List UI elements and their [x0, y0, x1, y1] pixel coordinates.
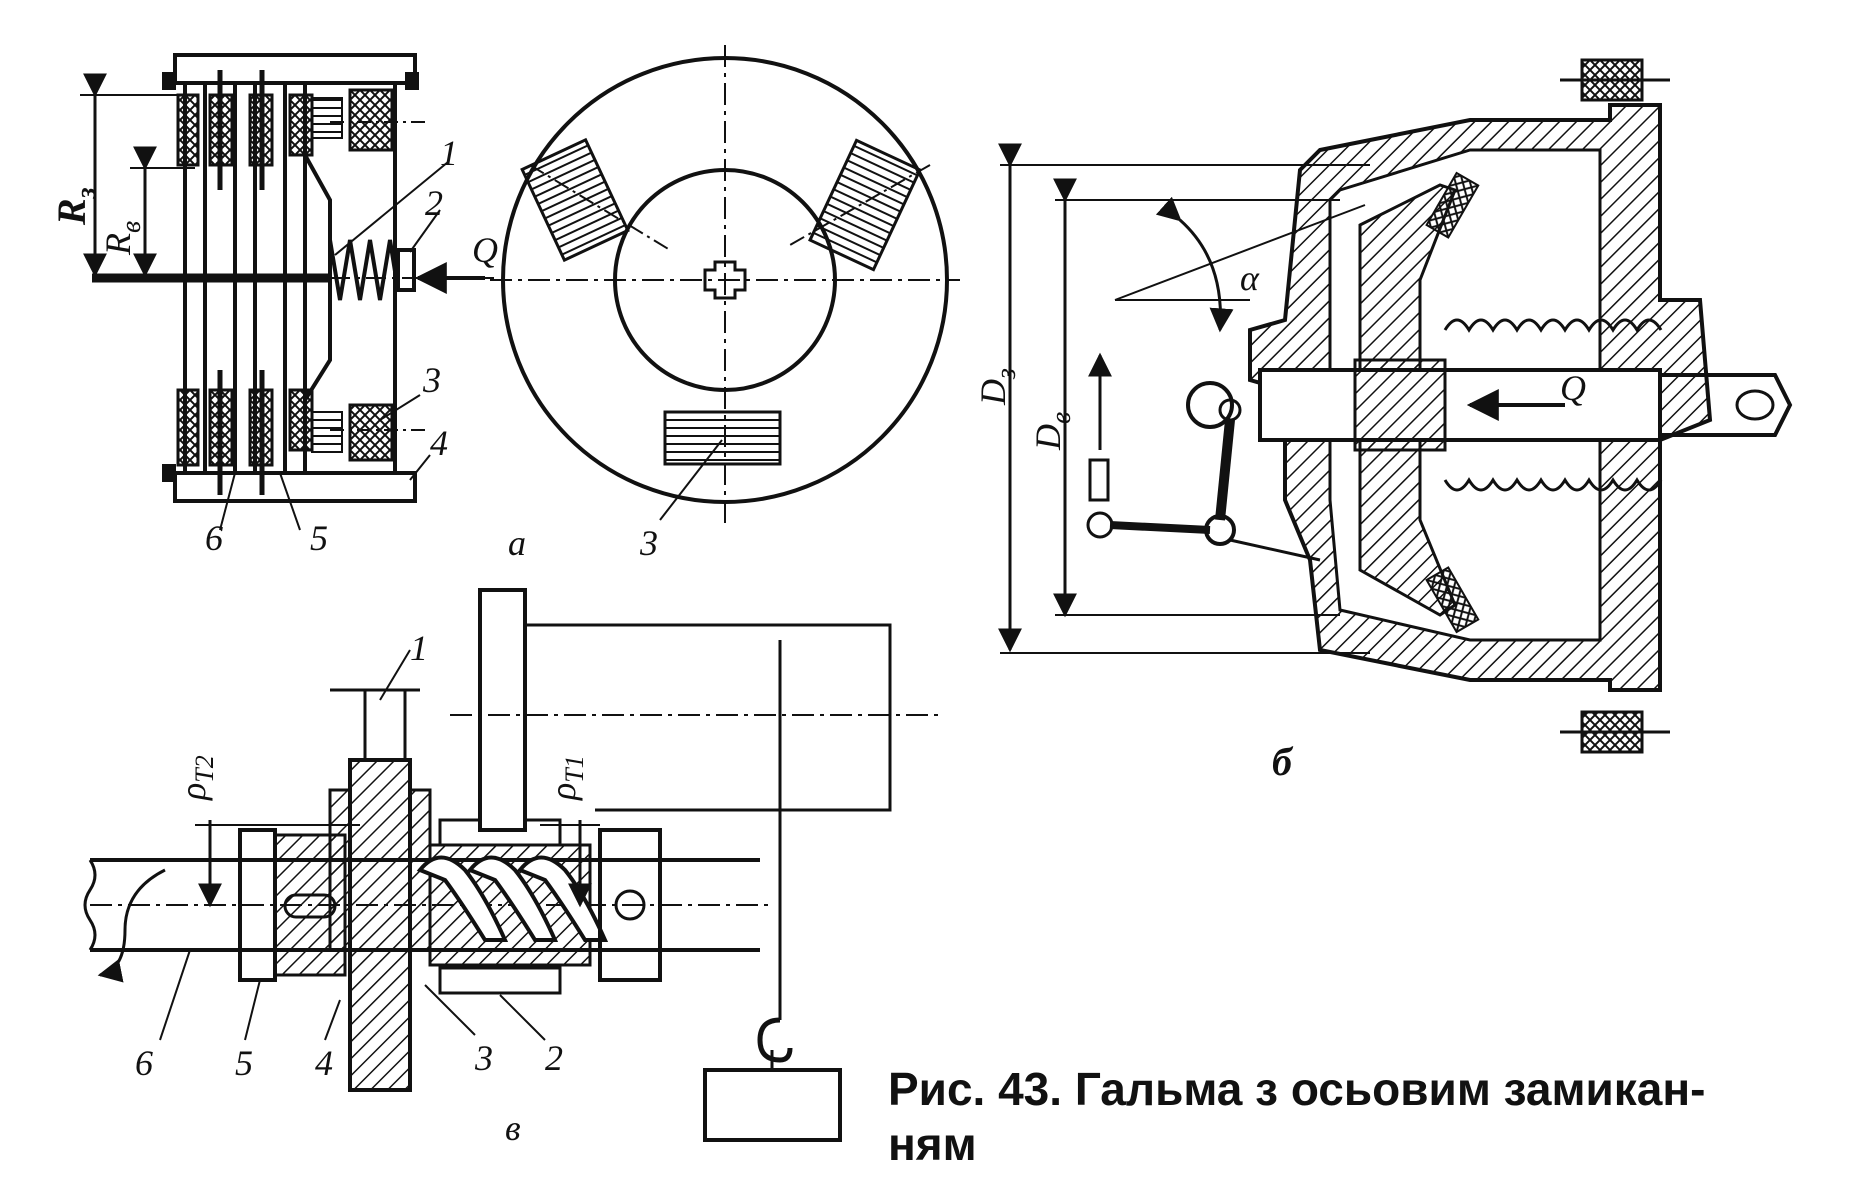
- pt1-sub: T1: [560, 755, 589, 782]
- r3-label: R: [49, 198, 94, 226]
- svg-text:ρT1: ρT1: [543, 755, 589, 801]
- svg-text:Dз: Dз: [973, 368, 1022, 406]
- view-label-v: в: [505, 1108, 521, 1148]
- d3-sub: з: [991, 368, 1022, 380]
- part-5-a: 5: [310, 518, 328, 558]
- view-a-disc-brake-section: Rз Rв Q 1 2 3 4 5 6: [49, 53, 500, 558]
- q-label-a: Q: [472, 230, 498, 270]
- part-5-v: 5: [235, 1043, 253, 1083]
- view-b-cone-brake: Dз Dв α Q: [973, 58, 1793, 754]
- part-3-a: 3: [422, 360, 441, 400]
- q-label-b: Q: [1560, 368, 1586, 408]
- svg-text:Rв: Rв: [98, 221, 147, 256]
- dv-label: D: [1028, 424, 1068, 451]
- part-3-v: 3: [474, 1038, 493, 1078]
- svg-text:ρT2: ρT2: [173, 755, 219, 801]
- view-label-b: б: [1272, 739, 1294, 784]
- part-4-a: 4: [430, 423, 448, 463]
- part-2-a: 2: [425, 183, 443, 223]
- d3-label: D: [973, 379, 1013, 406]
- part-6-a: 6: [205, 518, 223, 558]
- part-1-v: 1: [410, 628, 428, 668]
- alpha-label: α: [1240, 258, 1260, 298]
- pt1-label: ρ: [543, 783, 583, 801]
- part-1-a: 1: [440, 133, 458, 173]
- pt2-label: ρ: [173, 783, 213, 801]
- svg-text:Dв: Dв: [1028, 412, 1077, 451]
- part-4-v: 4: [315, 1043, 333, 1083]
- figure-caption-line2: ням: [888, 1118, 977, 1170]
- part-3-face: 3: [639, 523, 658, 563]
- rv-sub: в: [116, 221, 147, 233]
- part-6-v: 6: [135, 1043, 153, 1083]
- part-2-v: 2: [545, 1038, 563, 1078]
- rv-label: R: [98, 233, 138, 256]
- figure-caption-line1: Рис. 43. Гальма з осьовим замикан-: [888, 1063, 1706, 1115]
- svg-text:Rз: Rз: [49, 187, 102, 226]
- view-a-disc-face: 3: [490, 45, 960, 563]
- view-label-a: а: [508, 523, 526, 563]
- pt2-sub: T2: [190, 755, 219, 782]
- view-v-screw-brake: ρT2 ρT1 1 2 3 4 5 6: [83, 588, 940, 1142]
- r3-sub: з: [71, 187, 102, 199]
- dv-sub: в: [1046, 412, 1077, 424]
